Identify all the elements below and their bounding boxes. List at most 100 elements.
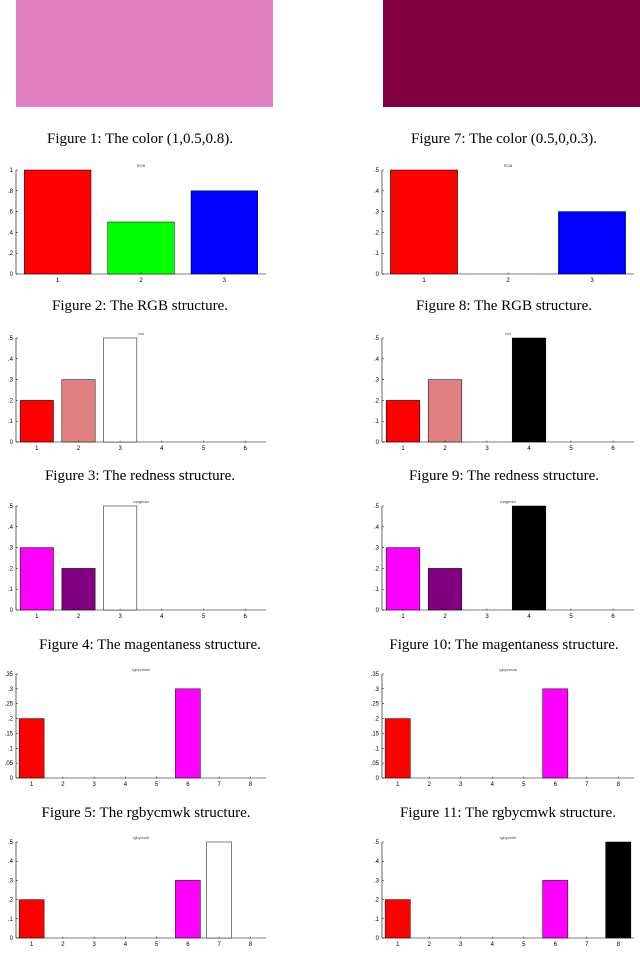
y-tick-label: 0	[376, 936, 380, 942]
bar-6	[542, 688, 569, 779]
y-tick-label: .15	[5, 731, 14, 737]
y-tick-label: .2	[374, 566, 380, 572]
x-tick-label: 1	[56, 278, 60, 284]
y-tick-label: .2	[8, 566, 14, 572]
x-tick-label: 5	[202, 614, 206, 620]
x-tick-label: 7	[585, 942, 589, 948]
bar-6	[175, 880, 201, 939]
x-tick-label: 6	[186, 782, 190, 788]
x-tick-label: 4	[527, 614, 531, 620]
x-tick-label: 3	[485, 446, 489, 452]
x-tick-label: 8	[617, 942, 621, 948]
x-tick-label: 3	[118, 614, 122, 620]
x-tick-label: 2	[139, 278, 143, 284]
y-tick-label: .1	[8, 587, 14, 593]
y-tick-label: 0	[10, 776, 14, 782]
x-tick-label: 2	[443, 446, 447, 452]
bar-1	[19, 400, 54, 443]
bar-1	[19, 547, 54, 611]
chart-title: magenta	[133, 499, 149, 504]
y-tick-label: .2	[374, 230, 380, 236]
bar-2	[107, 221, 175, 275]
bar-1	[384, 718, 411, 779]
y-tick-label: .1	[374, 746, 380, 752]
y-tick-label: .4	[8, 230, 14, 236]
y-tick-label: .1	[374, 587, 380, 593]
x-tick-label: 5	[522, 942, 526, 948]
x-tick-label: 8	[249, 782, 253, 788]
y-tick-label: .35	[371, 672, 380, 678]
x-tick-label: 3	[92, 782, 96, 788]
bar-7	[206, 841, 232, 939]
y-tick-label: 0	[376, 776, 380, 782]
chart-title: rgbycmwk	[132, 667, 150, 672]
x-tick-label: 1	[35, 446, 39, 452]
y-tick-label: 0	[376, 440, 380, 446]
y-tick-label: .1	[374, 251, 380, 257]
bar-1	[385, 400, 421, 443]
bar-1	[390, 169, 458, 275]
x-tick-label: 5	[155, 782, 159, 788]
x-tick-label: 4	[124, 942, 128, 948]
x-tick-label: 4	[491, 782, 495, 788]
x-tick-label: 5	[522, 782, 526, 788]
x-tick-label: 4	[124, 782, 128, 788]
bar-2	[61, 568, 96, 611]
x-tick-label: 8	[617, 782, 621, 788]
y-tick-label: 1	[10, 168, 14, 174]
y-tick-label: .25	[371, 702, 380, 708]
y-tick-label: .2	[374, 398, 380, 404]
y-tick-label: .3	[374, 546, 380, 552]
x-tick-label: 3	[223, 278, 227, 284]
y-tick-label: 0	[376, 272, 380, 278]
x-tick-label: 6	[611, 614, 615, 620]
y-tick-label: .4	[374, 859, 380, 865]
x-tick-label: 7	[217, 942, 221, 948]
bar-3	[103, 505, 138, 611]
x-tick-label: 3	[485, 614, 489, 620]
y-tick-label: .5	[374, 168, 380, 174]
bar-2	[427, 379, 463, 443]
y-tick-label: .2	[8, 898, 14, 904]
bar-2	[61, 379, 96, 443]
y-tick-label: 0	[10, 936, 14, 942]
x-tick-label: 6	[186, 942, 190, 948]
bar-3	[190, 190, 258, 275]
y-tick-label: .3	[374, 210, 380, 216]
caption-figure-10: Figure 10: The magentaness structure.	[389, 637, 619, 653]
x-tick-label: 3	[118, 446, 122, 452]
x-tick-label: 4	[491, 942, 495, 948]
y-tick-label: .2	[374, 898, 380, 904]
bar-4	[511, 505, 547, 611]
y-tick-label: .4	[374, 189, 380, 195]
x-tick-label: 6	[611, 446, 615, 452]
chart-title: rgbycmkt	[133, 835, 150, 840]
bar-1	[385, 547, 421, 611]
caption-figure-2: Figure 2: The RGB structure.	[52, 298, 228, 314]
y-tick-label: .05	[371, 761, 380, 767]
y-tick-label: .5	[374, 840, 380, 846]
x-tick-label: 2	[77, 446, 81, 452]
y-tick-label: .3	[8, 878, 14, 884]
x-tick-label: 2	[77, 614, 81, 620]
y-tick-label: .2	[374, 717, 380, 723]
caption-figure-11: Figure 11: The rgbycmwk structure.	[400, 805, 616, 821]
x-tick-label: 7	[217, 782, 221, 788]
x-tick-label: 2	[61, 942, 65, 948]
x-tick-label: 3	[590, 278, 594, 284]
chart-title: RGB	[137, 163, 146, 168]
x-tick-label: 3	[92, 942, 96, 948]
y-tick-label: .05	[5, 761, 14, 767]
bar-6	[542, 880, 569, 939]
y-tick-label: .1	[374, 917, 380, 923]
y-tick-label: .5	[8, 336, 14, 342]
y-tick-label: .3	[374, 878, 380, 884]
y-tick-label: .4	[8, 357, 14, 363]
x-tick-label: 5	[569, 614, 573, 620]
bar-1	[18, 899, 45, 939]
bar-2	[427, 568, 463, 611]
